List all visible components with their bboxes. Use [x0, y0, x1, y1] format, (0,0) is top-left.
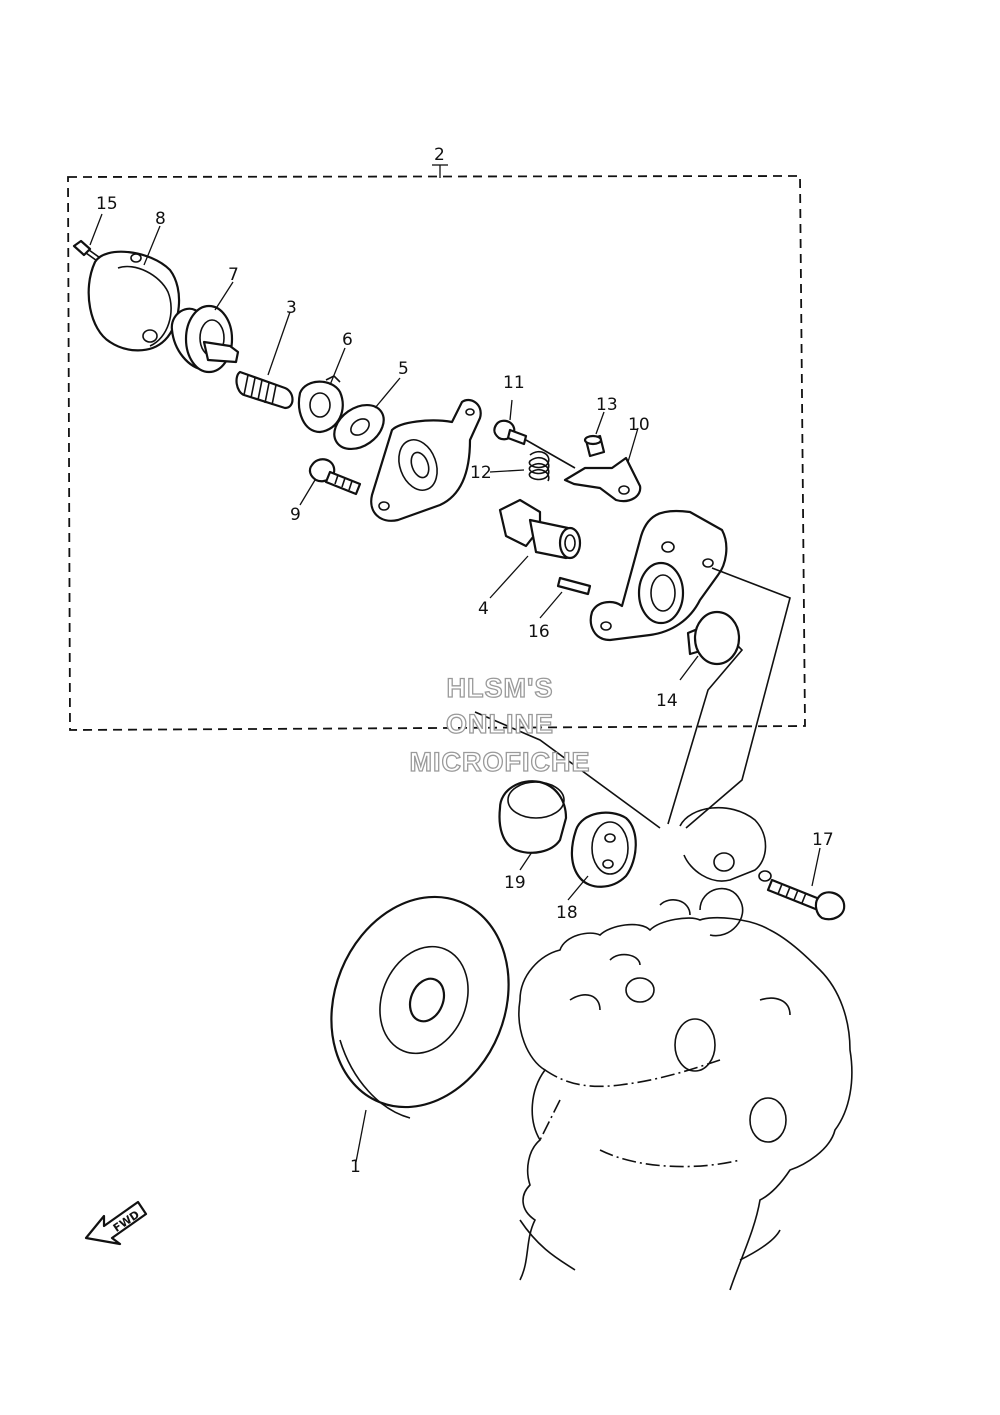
callout-18: 18	[556, 903, 578, 923]
part-1-disc	[330, 895, 510, 1163]
callout-14: 14	[656, 691, 678, 711]
callout-19: 19	[504, 873, 526, 893]
watermark-line-3: MICROFICHE	[410, 747, 591, 777]
callout-11: 11	[503, 373, 525, 393]
part-11-bolt	[493, 399, 576, 469]
part-19-cap	[498, 780, 568, 871]
watermark-line-2: ONLINE	[446, 709, 554, 739]
part-3-worm-gear	[235, 311, 294, 410]
part-4-shaft	[489, 498, 582, 599]
callout-13: 13	[596, 395, 618, 415]
watermark-line-1: HLSM'S	[447, 673, 554, 703]
part-9-bolt	[299, 458, 362, 506]
callout-2: 2	[434, 145, 445, 165]
watermark: HLSM'S ONLINE MICROFICHE	[409, 672, 591, 777]
callout-16: 16	[528, 622, 550, 642]
part-12-spring	[489, 450, 550, 482]
callout-6: 6	[342, 330, 353, 350]
part-5-washer	[333, 377, 401, 451]
engine-case	[518, 806, 853, 1291]
part-10-lever-plate	[563, 427, 642, 503]
part-14-cap	[679, 610, 741, 681]
callout-10: 10	[628, 415, 650, 435]
assembly-connection-lines	[474, 567, 791, 829]
callout-12: 12	[470, 463, 492, 483]
callout-9: 9	[290, 505, 301, 525]
callout-1: 1	[350, 1157, 361, 1177]
part-15-screw	[72, 213, 104, 264]
callout-8: 8	[155, 209, 166, 229]
part-8-cover	[87, 225, 181, 352]
callout-17: 17	[812, 830, 834, 850]
pump-body	[589, 509, 728, 642]
part-13-cap	[583, 411, 606, 458]
callout-5: 5	[398, 359, 409, 379]
part-17-bolt	[766, 847, 846, 921]
callout-4: 4	[478, 599, 489, 619]
assembly-group-boundary	[67, 164, 806, 731]
pump-housing	[370, 398, 482, 522]
part-18-plug	[567, 811, 637, 901]
callout-15: 15	[96, 194, 118, 214]
callout-3: 3	[286, 298, 297, 318]
fwd-arrow-icon: FWD	[84, 1200, 148, 1246]
part-7-rotor	[170, 281, 240, 374]
callout-labels: 2 15 8 7 3 6 5 11 13 10 12 9 4 16 14 17 …	[96, 145, 834, 1177]
callout-7: 7	[228, 265, 239, 285]
part-16-pin	[539, 576, 592, 619]
part-6-cam-plate	[297, 347, 346, 434]
